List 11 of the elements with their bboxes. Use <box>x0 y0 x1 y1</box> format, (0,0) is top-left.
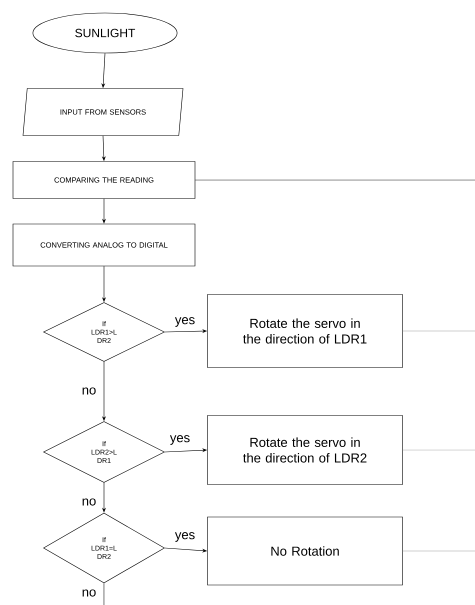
edge-label: no <box>80 497 98 507</box>
edge-label: no <box>80 588 98 598</box>
connector-line <box>402 330 475 332</box>
process-box: Rotate the servo in the direction of LDR1 <box>207 294 403 368</box>
edge-label: no <box>80 386 98 396</box>
edge-label: yes <box>174 316 196 328</box>
edge-label: yes <box>168 434 192 446</box>
connector-line <box>402 550 475 552</box>
edge-label: yes <box>174 531 196 543</box>
process-box: Rotate the servo in the direction of LDR2 <box>207 415 403 485</box>
process-box: No Rotation <box>207 516 403 586</box>
